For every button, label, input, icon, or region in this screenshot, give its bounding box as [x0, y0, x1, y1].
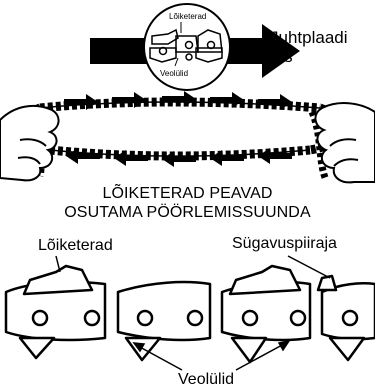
cutter-label: Lõiketerad [38, 238, 113, 254]
chain-loop [20, 102, 339, 180]
depth-gauge-label: Sügavuspiiraja [232, 236, 337, 252]
warning-line2: OSUTAMA PÖÖRLEMISSUUNDA [0, 205, 375, 221]
bar-tip-label-line2: ots [270, 47, 348, 66]
drive-link-label: Veolülid [178, 372, 234, 388]
bar-tip-label-line1: Juhtplaadi [270, 28, 348, 47]
warning-line1: LÕIKETERAD PEAVAD [0, 186, 375, 202]
chain-detail [6, 266, 375, 362]
left-hand [0, 106, 59, 180]
inset-drive-link-label: Veolülid [160, 70, 188, 78]
inset-cutter-label: Lõiketerad [169, 13, 206, 21]
bar-tip-label: Juhtplaadi ots [270, 28, 348, 66]
